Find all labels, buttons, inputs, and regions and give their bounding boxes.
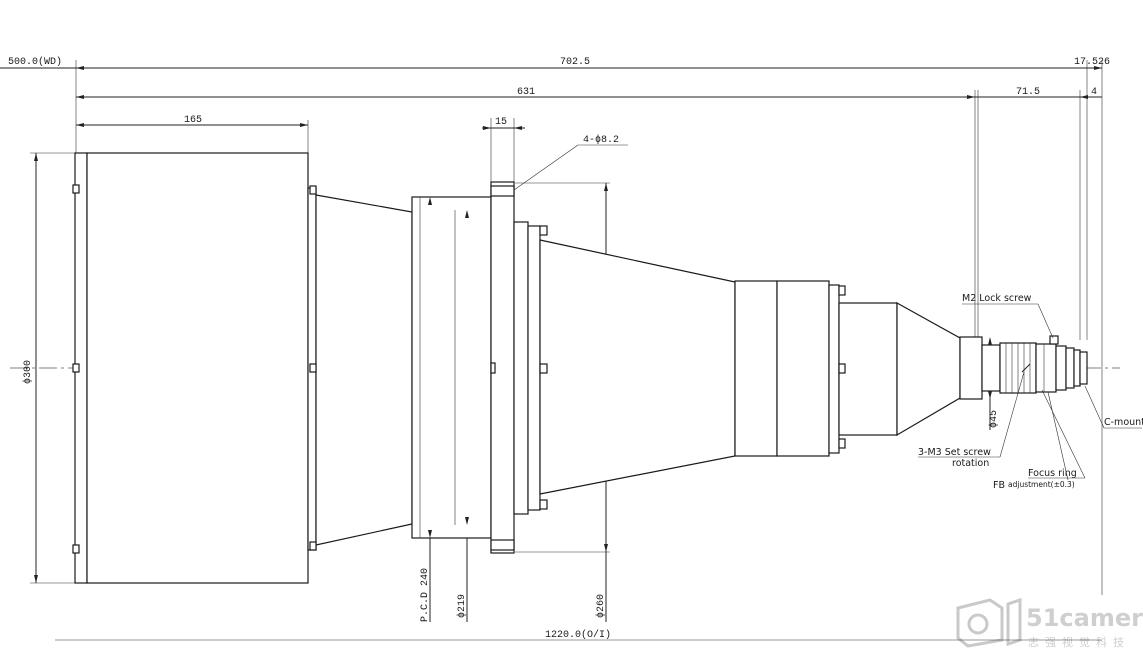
dim-mount-offset: 17.526	[1074, 57, 1110, 68]
lens-body	[72, 152, 1088, 584]
middle-barrel	[411, 196, 492, 539]
callout-c-mount-label: C-mount	[1104, 417, 1143, 428]
arrowheads	[34, 66, 1102, 583]
dim-wd: 500.0(WD)	[8, 56, 62, 68]
front-barrel	[86, 152, 309, 584]
callout-fb-prefix: FB	[993, 480, 1005, 491]
dim-dia-45: ϕ45	[988, 410, 1000, 428]
dim-dia-219: ϕ219	[456, 594, 468, 618]
rear-barrel-2	[776, 280, 830, 457]
dim-oi: 1220.0(O/I)	[545, 629, 611, 641]
dim-flange-15: 15	[495, 117, 507, 128]
dim-dia-260: ϕ260	[595, 594, 607, 618]
c-mount-face	[1073, 349, 1081, 387]
dim-165: 165	[184, 115, 202, 126]
callout-fb-detail: adjustment(±0.3)	[1008, 480, 1075, 489]
dim-4: 4	[1091, 87, 1097, 98]
fb-ring	[1035, 343, 1057, 393]
camera-tube	[959, 336, 983, 400]
adapter-taper	[896, 301, 961, 437]
dim-holes: 4-ϕ8.2	[583, 134, 619, 146]
callout-c-mount: C-mount	[1084, 385, 1143, 429]
focus-sleeve	[981, 344, 1001, 392]
callout-focus-ring-label: Focus ring	[1028, 468, 1077, 479]
dim-pcd: P.C.D 240	[420, 568, 431, 622]
callout-lock-screw: M2 Lock screw	[962, 293, 1054, 339]
adapter-body	[838, 302, 898, 436]
c-mount-thread	[1065, 347, 1075, 389]
flange-collar-2	[527, 225, 541, 511]
c-mount-tip	[1079, 351, 1088, 385]
c-mount-ring	[1055, 345, 1067, 391]
watermark-logo: 51camera 志强视觉科技	[956, 597, 1143, 649]
watermark-brand: 51camera	[1026, 604, 1143, 632]
dim-71-5: 71.5	[1016, 87, 1040, 98]
flange-collar	[513, 221, 529, 515]
callout-set-screw-label: 3-M3 Set screw	[918, 447, 991, 458]
watermark-tagline: 志强视觉科技	[1028, 635, 1130, 649]
dim-dia-300: ϕ300	[22, 360, 34, 384]
front-taper	[315, 194, 413, 546]
callout-set-screw: 3-M3 Set screw rotation	[918, 371, 1025, 469]
rear-ring	[828, 284, 840, 454]
callout-lock-screw-label: M2 Lock screw	[962, 293, 1032, 304]
callout-rotation-label: rotation	[952, 458, 989, 469]
callout-focus-ring: Focus ring FB adjustment(±0.3)	[993, 389, 1086, 491]
rear-taper	[539, 239, 736, 495]
rear-barrel	[734, 280, 778, 457]
dim-631: 631	[517, 87, 535, 98]
dim-total: 702.5	[560, 57, 590, 68]
